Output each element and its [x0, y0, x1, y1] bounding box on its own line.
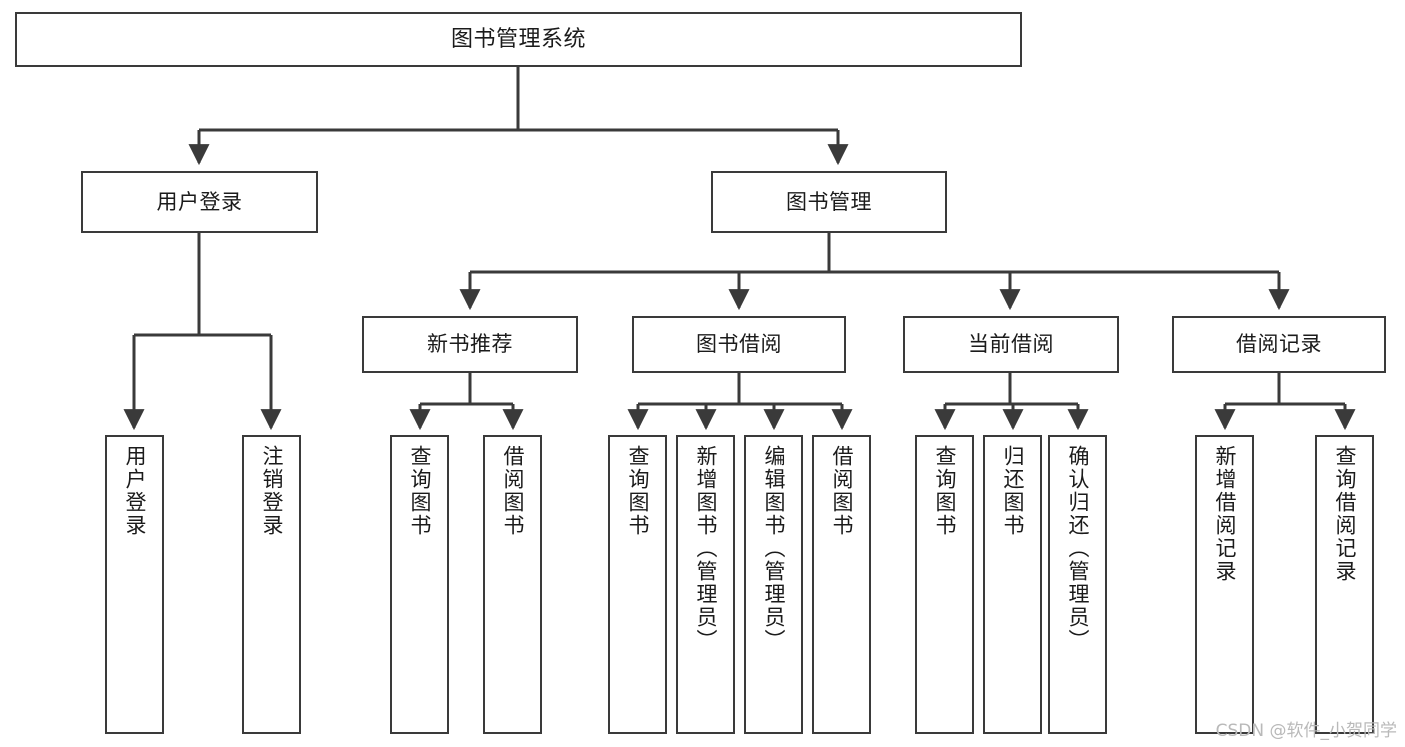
node-new-book-recommend[interactable]: 新书推荐 — [362, 316, 578, 373]
leaf-borrow-record-add[interactable]: 新增借阅记录 — [1195, 435, 1254, 734]
node-label: 查询图书 — [408, 445, 432, 537]
node-current-borrow[interactable]: 当前借阅 — [903, 316, 1119, 373]
node-borrow-record[interactable]: 借阅记录 — [1172, 316, 1386, 373]
leaf-book-borrow-borrow[interactable]: 借阅图书 — [812, 435, 871, 734]
leaf-current-borrow-return[interactable]: 归还图书 — [983, 435, 1042, 734]
node-label: 图书管理 — [786, 189, 872, 214]
node-label: 图书借阅 — [696, 332, 782, 357]
node-label: 查询图书 — [626, 445, 650, 537]
node-book-management[interactable]: 图书管理 — [711, 171, 947, 233]
node-label: 新书推荐 — [427, 332, 513, 357]
node-label: 查询图书 — [933, 445, 957, 537]
node-root-book-management-system[interactable]: 图书管理系统 — [15, 12, 1022, 67]
leaf-book-borrow-add-admin[interactable]: 新增图书（管理员） — [676, 435, 735, 734]
node-label: 编辑图书（管理员） — [762, 445, 786, 652]
leaf-book-borrow-edit-admin[interactable]: 编辑图书（管理员） — [744, 435, 803, 734]
node-label: 当前借阅 — [968, 332, 1054, 357]
node-label: 新增图书（管理员） — [694, 445, 718, 652]
node-label: 用户登录 — [156, 189, 243, 214]
node-user-login[interactable]: 用户登录 — [81, 171, 318, 233]
node-label: 借阅图书 — [830, 445, 854, 537]
leaf-current-borrow-query[interactable]: 查询图书 — [915, 435, 974, 734]
node-label: 用户登录 — [123, 445, 147, 537]
leaf-borrow-record-query[interactable]: 查询借阅记录 — [1315, 435, 1374, 734]
leaf-user-login-login[interactable]: 用户登录 — [105, 435, 164, 734]
leaf-user-login-logout[interactable]: 注销登录 — [242, 435, 301, 734]
node-label: 注销登录 — [260, 445, 284, 537]
leaf-new-book-query[interactable]: 查询图书 — [390, 435, 449, 734]
node-label: 查询借阅记录 — [1333, 445, 1357, 583]
node-label: 借阅图书 — [501, 445, 525, 537]
node-label: 图书管理系统 — [450, 26, 586, 52]
node-label: 确认归还（管理员） — [1066, 445, 1090, 652]
leaf-current-borrow-confirm-return-admin[interactable]: 确认归还（管理员） — [1048, 435, 1107, 734]
leaf-new-book-borrow[interactable]: 借阅图书 — [483, 435, 542, 734]
leaf-book-borrow-query[interactable]: 查询图书 — [608, 435, 667, 734]
node-label: 新增借阅记录 — [1213, 445, 1237, 583]
node-book-borrow[interactable]: 图书借阅 — [632, 316, 846, 373]
node-label: 归还图书 — [1001, 445, 1025, 537]
node-label: 借阅记录 — [1236, 332, 1322, 357]
